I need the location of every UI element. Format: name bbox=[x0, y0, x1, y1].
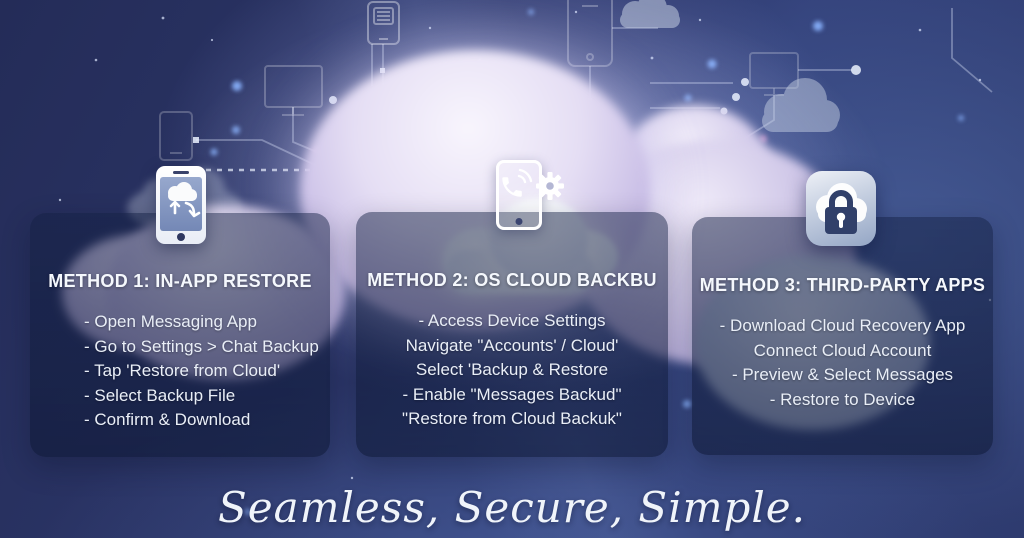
monitor-outline-icon bbox=[264, 65, 323, 116]
method-step: - Download Cloud Recovery App bbox=[719, 316, 966, 335]
cloud-icon bbox=[620, 0, 680, 28]
method-step: Connect Cloud Account bbox=[753, 340, 932, 360]
method-1-title: METHOD 1: IN-APP RESTORE bbox=[48, 271, 312, 291]
method-step: Select 'Backup & Restore bbox=[415, 360, 609, 379]
method-2-steps: - Access Device Settings Navigate "Accou… bbox=[356, 309, 668, 432]
tagline: Seamless, Secure, Simple. bbox=[218, 483, 806, 532]
method-step: - Select Backup File bbox=[84, 385, 236, 405]
method-step: - Confirm & Download bbox=[84, 410, 251, 429]
method-step: - Go to Settings > Chat Backup bbox=[84, 336, 319, 356]
call-glyph bbox=[502, 168, 533, 197]
method-step: Navigate "Accounts' / Cloud' bbox=[405, 335, 619, 355]
method-3-steps: - Download Cloud Recovery App Connect Cl… bbox=[692, 314, 993, 412]
method-2-title: METHOD 2: OS CLOUD BACKBU bbox=[367, 270, 657, 290]
monitor-outline-icon bbox=[749, 52, 799, 96]
circuit-lines bbox=[196, 8, 993, 232]
method-step: - Tap 'Restore from Cloud' bbox=[84, 361, 281, 380]
method-step: "Restore from Cloud Backuk" bbox=[402, 409, 622, 428]
method-2-card: METHOD 2: OS CLOUD BACKBU - Access Devic… bbox=[356, 212, 668, 457]
method-3-card: METHOD 3: THIRD-PARTY APPS - Download Cl… bbox=[692, 217, 993, 455]
method-3-title: METHOD 3: THIRD-PARTY APPS bbox=[699, 275, 986, 295]
smartphone-outline-icon bbox=[159, 111, 193, 161]
document-phone-outline-icon bbox=[367, 1, 400, 45]
phone-speaker bbox=[173, 171, 189, 174]
method-step: - Restore to Device bbox=[769, 389, 916, 409]
cloud-icon bbox=[762, 78, 840, 132]
smartphone-outline-icon bbox=[567, 0, 613, 67]
method-step: - Access Device Settings bbox=[418, 311, 606, 330]
gear-icon bbox=[536, 172, 564, 200]
method-step: - Open Messaging App bbox=[84, 312, 257, 331]
method-step: - Enable "Messages Backud" bbox=[402, 384, 622, 404]
method-step: - Preview & Select Messages bbox=[731, 365, 954, 384]
method-1-steps: - Open Messaging App - Go to Settings > … bbox=[30, 310, 330, 433]
method-1-card: METHOD 1: IN-APP RESTORE - Open Messagin… bbox=[30, 213, 330, 457]
